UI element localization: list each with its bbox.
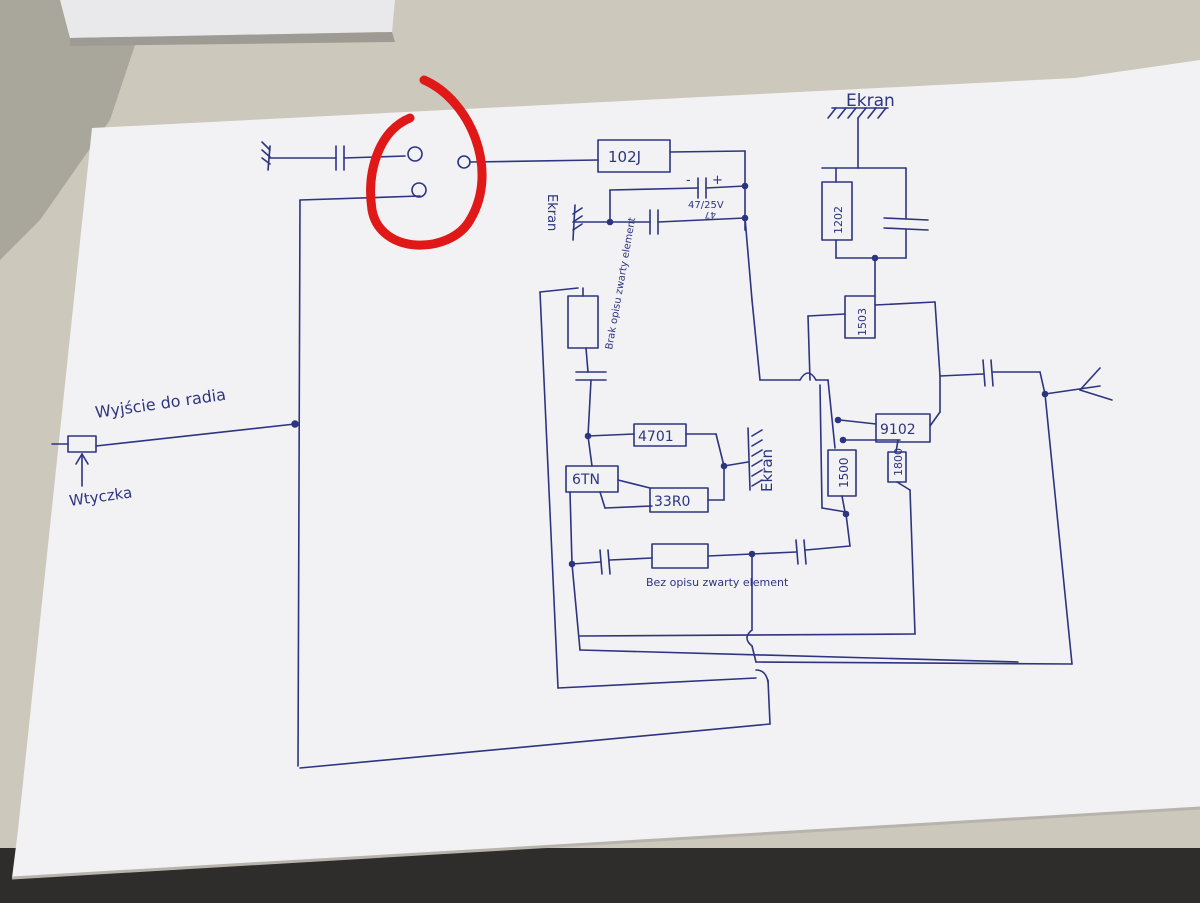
resistor-33r0-label: 33R0 bbox=[654, 494, 690, 510]
ekran-left-label: Ekran bbox=[544, 194, 559, 231]
ekran-mid-label: Ekran bbox=[758, 449, 776, 492]
resistor-4701-label: 4701 bbox=[638, 429, 674, 445]
socket-terminal bbox=[411, 182, 427, 198]
resistor-9102-label: 9102 bbox=[880, 422, 916, 438]
cap-plus: + bbox=[712, 173, 723, 188]
paper-edge bbox=[11, 806, 1200, 880]
cap-marking-label: 47 bbox=[705, 209, 716, 219]
resistor-102j-label: 102J bbox=[608, 148, 641, 166]
ground-symbol bbox=[261, 141, 271, 171]
cap-electrolytic-label: 47/25V bbox=[688, 200, 724, 211]
paper-sheet bbox=[12, 60, 1200, 878]
no-description-label-2: Bez opisu zwarty element bbox=[646, 576, 789, 589]
resistor-1503-label: 1503 bbox=[856, 308, 869, 336]
socket-terminal bbox=[407, 146, 423, 162]
transistor-label: 6TN bbox=[572, 472, 600, 488]
laptop-corner-shadow bbox=[70, 32, 395, 46]
resistor-1202-label: 1202 bbox=[832, 206, 845, 234]
laptop-corner bbox=[60, 0, 395, 38]
resistor-1500-label: 1500 bbox=[837, 457, 851, 488]
desk-shadow bbox=[0, 0, 150, 260]
red-highlight-circle bbox=[366, 75, 487, 250]
ekran-top-label: Ekran bbox=[846, 91, 895, 111]
resistor-1800-label: 1800 bbox=[892, 448, 905, 476]
cap-minus: - bbox=[686, 173, 691, 188]
